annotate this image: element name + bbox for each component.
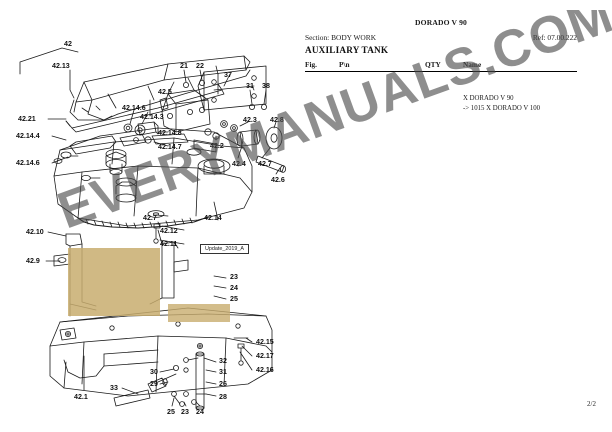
reference-number: Ref: 07.00.222: [532, 33, 577, 42]
callout-42-17: 42.17: [256, 352, 274, 360]
callout-25: 25: [230, 295, 238, 303]
callout-42-2: 42.2: [210, 142, 224, 150]
diagram-drawing: [19, 47, 286, 410]
callout-21: 21: [180, 62, 188, 70]
parts-table-header-row: Fig. P\n QTY Name: [305, 60, 577, 72]
callout-42-14: 42.14: [204, 214, 222, 222]
revision-stamp: Update_2019_A: [200, 244, 249, 254]
model-title: DORADO V 90: [415, 18, 467, 27]
callout-42-14-6: 42.14.6: [122, 104, 146, 112]
callout-23: 23: [181, 408, 189, 416]
cell-pn: [339, 72, 425, 115]
callout-42-11: 42.11: [160, 240, 178, 248]
callout-42-12: 42.12: [160, 227, 178, 235]
callout-42-1: 42.1: [74, 393, 88, 401]
parts-table: Fig. P\n QTY Name X DORADO V 90 -> 1015 X…: [305, 60, 577, 114]
callout-32: 32: [219, 357, 227, 365]
callout-23: 23: [230, 273, 238, 281]
callout-42-3: 42.3: [243, 116, 257, 124]
cell-qty: [425, 72, 463, 115]
name-line: -> 1015 X DORADO V 100: [463, 105, 541, 112]
callout-30: 30: [150, 368, 158, 376]
callout-33: 33: [110, 384, 118, 392]
callout-42: 42: [64, 40, 72, 48]
callout-42-16: 42.16: [256, 366, 274, 374]
callout-38: 38: [262, 82, 270, 90]
column-header-fig: Fig.: [305, 60, 339, 72]
callout-42-6: 42.6: [271, 176, 285, 184]
assembly-title: AUXILIARY TANK: [305, 45, 389, 55]
callout-26: 26: [219, 380, 227, 388]
callout-42-14-6: 42.14.6: [16, 159, 40, 167]
cell-name: X DORADO V 90 -> 1015 X DORADO V 100: [463, 72, 577, 115]
callout-42-14-3: 42.14.3: [140, 113, 164, 121]
column-header-qty: QTY: [425, 60, 463, 72]
callout-31: 31: [219, 368, 227, 376]
callout-22: 22: [196, 62, 204, 70]
section-label: Section: BODY WORK: [305, 33, 377, 42]
callout-42-14-8: 42.14.8: [158, 129, 182, 137]
callout-42-7: 42.7: [258, 160, 272, 168]
callout-42-10: 42.10: [26, 228, 44, 236]
callout-25: 25: [167, 408, 175, 416]
table-row: X DORADO V 90 -> 1015 X DORADO V 100: [305, 72, 577, 115]
catalog-header: DORADO V 90 Section: BODY WORK Ref: 07.0…: [305, 18, 577, 114]
callout-24: 24: [230, 284, 238, 292]
callout-42-21: 42.21: [18, 115, 36, 123]
callout-42-15: 42.15: [256, 338, 274, 346]
header-meta-row: Section: BODY WORK Ref: 07.00.222: [305, 33, 577, 44]
parts-table-body: X DORADO V 90 -> 1015 X DORADO V 100: [305, 72, 577, 115]
callout-42-9: 42.9: [26, 257, 40, 265]
callout-42-14-4: 42.14.4: [16, 132, 40, 140]
page-number: 2/2: [587, 400, 596, 408]
column-header-name: Name: [463, 60, 577, 72]
column-header-pn: P\n: [339, 60, 425, 72]
name-line: X DORADO V 90: [463, 95, 514, 102]
callout-42-8: 42.8: [270, 116, 284, 124]
callout-42-7: 42.7: [143, 214, 157, 222]
callout-42-13: 42.13: [52, 62, 70, 70]
callout-42-14-7: 42.14.7: [158, 143, 182, 151]
callout-42-5: 42.5: [158, 88, 172, 96]
callout-29: 29: [150, 380, 158, 388]
callout-42-4: 42.4: [232, 160, 246, 168]
cell-fig: [305, 72, 339, 115]
callout-24: 24: [196, 408, 204, 416]
callout-31: 31: [246, 82, 254, 90]
callout-37: 37: [224, 71, 232, 79]
callout-28: 28: [219, 393, 227, 401]
